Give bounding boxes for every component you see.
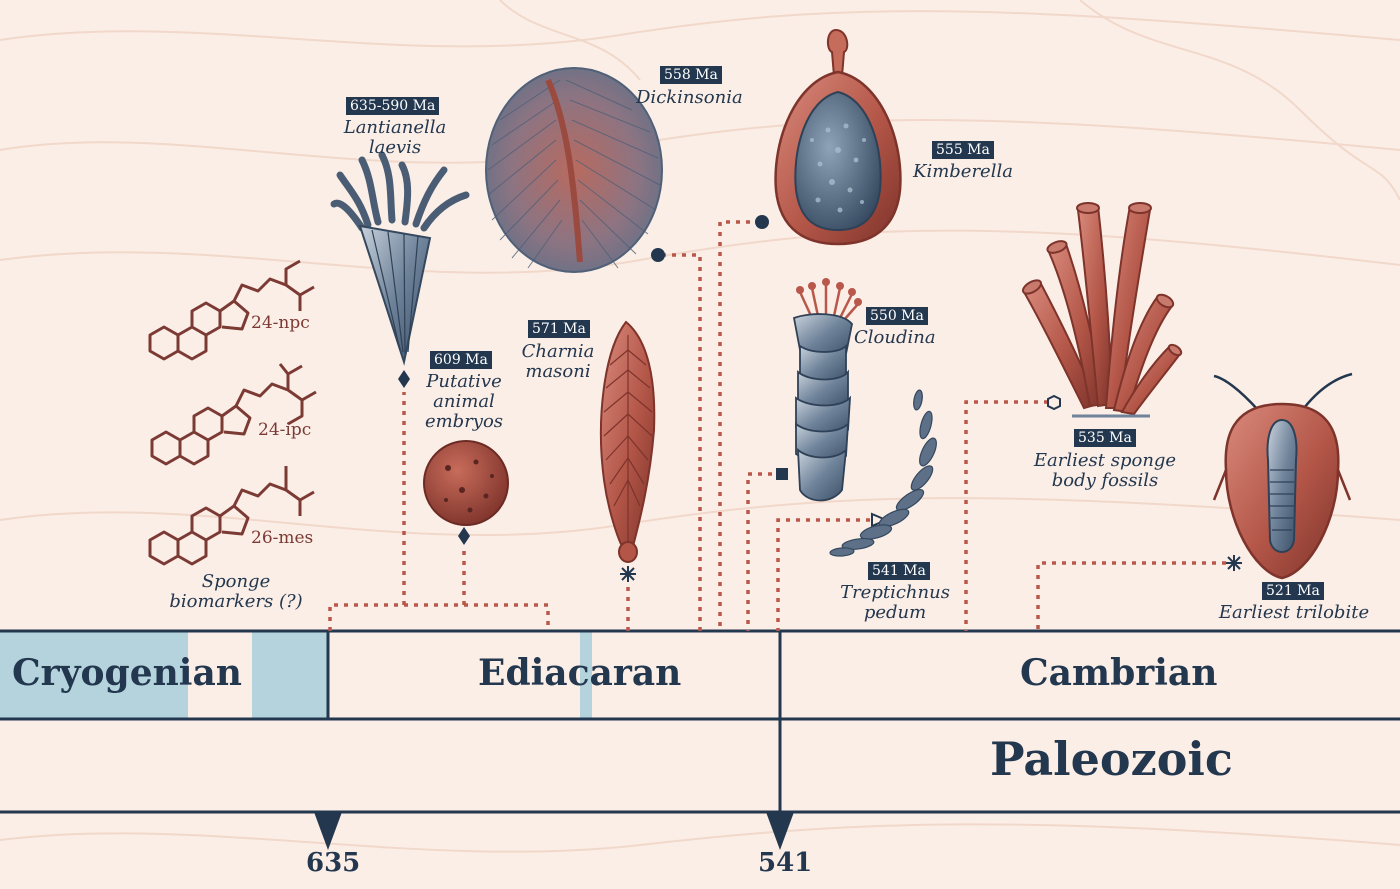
diamond-marker [398, 370, 410, 388]
charnia-illustration [599, 320, 656, 563]
label-charnia: Charnia masoni [521, 341, 595, 382]
cloudina-illustration [792, 278, 862, 502]
circle-marker [651, 248, 665, 262]
age-badge-lantianella: 635-590 Ma [346, 97, 440, 115]
label-embryos: Putative animal embryos [424, 371, 504, 432]
lantianella-illustration [330, 151, 470, 366]
timeline-bars [0, 629, 1400, 850]
period-ediacaran: Ediacaran [478, 652, 682, 694]
biomarker-label-26-mes: 26-mes [251, 528, 314, 548]
embryo-illustration [423, 440, 509, 526]
hexagon-marker [1047, 394, 1061, 411]
glacial-band-gaskiers [580, 632, 592, 718]
asterisk-marker [1226, 555, 1242, 571]
biomarker-label-24-npc: 24-npc [251, 313, 310, 333]
age-badge-embryos: 609 Ma [430, 351, 492, 369]
boundary-arrow-541 [766, 812, 794, 850]
dickinsonia-illustration [485, 67, 663, 273]
star-marker [620, 566, 636, 582]
age-badge-sponge: 535 Ma [1074, 429, 1136, 447]
age-badge-dickinsonia: 558 Ma [660, 66, 722, 84]
trilobite-illustration [1212, 372, 1353, 580]
label-kimberella: Kimberella [913, 161, 1013, 182]
glacial-band-1 [0, 632, 188, 718]
biomarker-molecules [148, 259, 317, 566]
age-badge-kimberella: 555 Ma [932, 141, 994, 159]
age-badge-cloudina: 550 Ma [866, 307, 928, 325]
age-badge-trilobite: 521 Ma [1262, 582, 1324, 600]
period-cambrian: Cambrian [1020, 652, 1218, 694]
glacial-band-2 [252, 632, 328, 718]
biomarker-label-24-ipc: 24-ipc [258, 420, 312, 440]
background-waves [0, 0, 1400, 853]
molecule-26-mes [148, 466, 315, 566]
label-cloudina: Cloudina [854, 327, 936, 348]
era-paleozoic: Paleozoic [990, 732, 1233, 786]
molecule-24-ipc [150, 363, 317, 466]
period-cryogenian: Cryogenian [12, 652, 242, 694]
label-treptichnus: Treptichnus pedum [840, 582, 950, 623]
kimberella-illustration [774, 28, 902, 246]
label-dickinsonia: Dickinsonia [636, 87, 743, 108]
boundary-arrow-635 [314, 812, 342, 850]
boundary-label-541: 541 [758, 848, 813, 878]
label-lantianella: Lantianella laevis [343, 117, 447, 158]
boundary-label-635: 635 [306, 848, 361, 878]
diamond-marker [458, 527, 470, 545]
sponge-illustration [1021, 202, 1183, 416]
treptichnus-illustration [829, 389, 937, 557]
biomarker-caption: Sponge biomarkers (?) [169, 571, 303, 612]
age-badge-charnia: 571 Ma [528, 320, 590, 338]
label-trilobite: Earliest trilobite [1218, 602, 1370, 623]
square-marker [776, 468, 788, 480]
age-badge-treptichnus: 541 Ma [868, 562, 930, 580]
molecule-24-npc [148, 259, 315, 361]
label-sponge: Earliest sponge body fossils [1033, 450, 1177, 491]
circle-marker [755, 215, 769, 229]
connector-lines [328, 220, 1226, 631]
